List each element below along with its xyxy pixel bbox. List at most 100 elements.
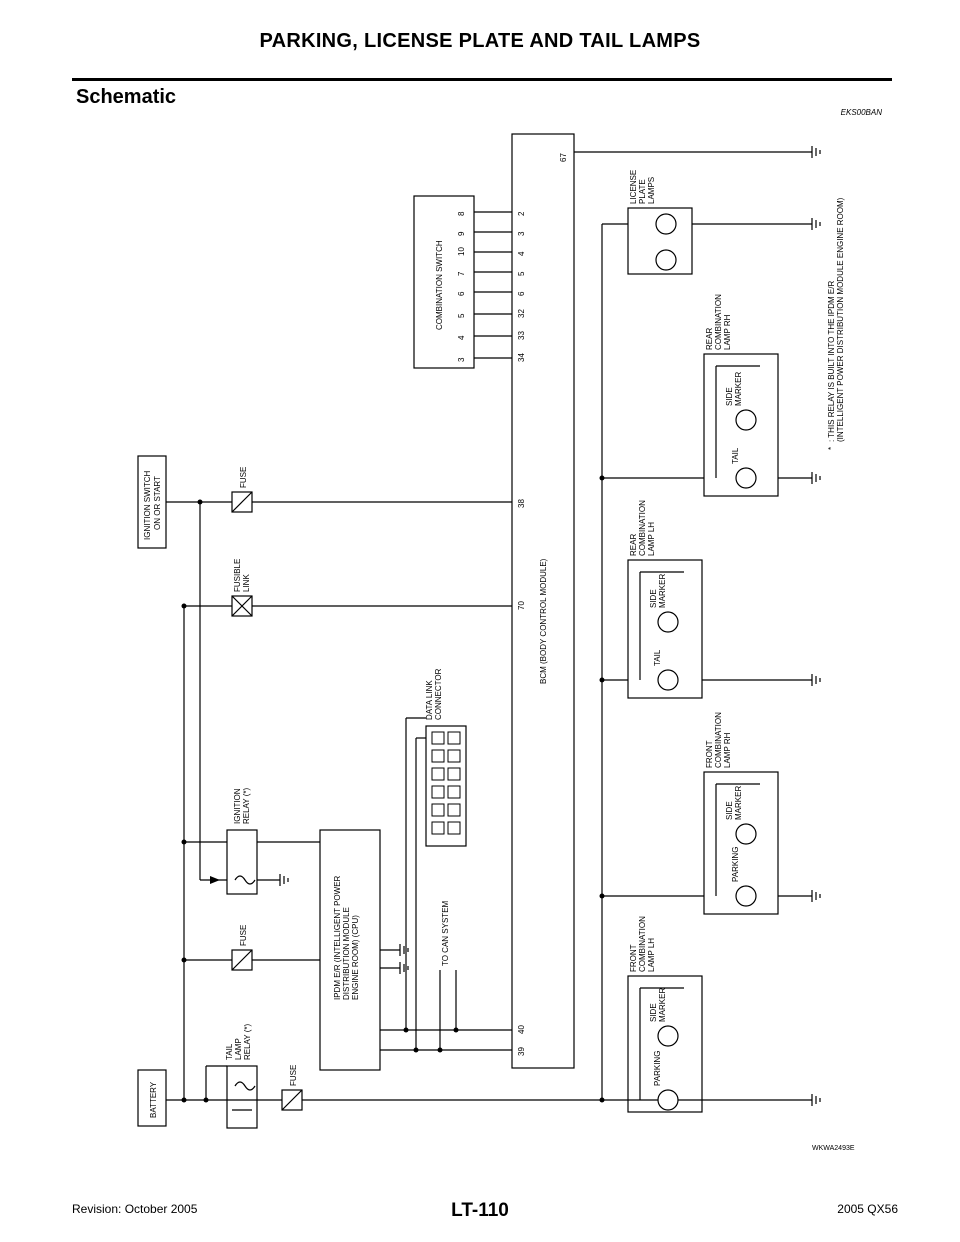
ipdm-fuse-label: FUSE <box>239 925 248 946</box>
battery-label: BATTERY <box>149 1081 158 1118</box>
ground-symbol-1 <box>811 146 821 158</box>
can-label: TO CAN SYSTEM <box>441 900 450 966</box>
front-lh-side-2: MARKER <box>658 988 667 1022</box>
front-lh-label-2: COMBINATION <box>638 916 647 972</box>
front-lh-parking-bulb <box>657 1089 679 1111</box>
rear-lh-side: SIDE <box>649 589 658 608</box>
bcm-box <box>511 133 575 1069</box>
data-link-connector <box>425 725 467 847</box>
license-bulb-1 <box>655 213 677 235</box>
rear-lh-label: REAR <box>629 534 638 556</box>
figure-code: WKWA2493E <box>812 1145 855 1152</box>
bcm-switch-pin: 4 <box>517 251 526 256</box>
combination-switch-pin: 9 <box>457 231 466 236</box>
section-title: Schematic <box>76 86 177 108</box>
combination-switch-pin: 10 <box>457 247 466 256</box>
section-code: EKS00BAN <box>840 108 882 117</box>
ignition-relay-coil <box>234 875 256 885</box>
ipdm-label-3: ENGINE ROOM) (CPU) <box>351 915 360 1000</box>
rear-rh-label: REAR <box>705 328 714 350</box>
combination-switch-box <box>413 195 475 369</box>
bcm-switch-pin: 3 <box>517 231 526 236</box>
bcm-pin-67: 67 <box>559 153 568 162</box>
ignition-relay-label-2: RELAY (*) <box>242 788 251 824</box>
rear-lh-tail-bulb <box>657 669 679 691</box>
tail-relay-label-3: RELAY (*) <box>243 1024 252 1060</box>
ignition-switch-label-2: ON OR START <box>153 476 162 530</box>
ground-symbol-4 <box>811 674 821 686</box>
front-lh-parking: PARKING <box>653 1051 662 1086</box>
front-lh-side: SIDE <box>649 1003 658 1022</box>
fusible-link-label-2: LINK <box>242 574 251 592</box>
bcm-pin-70: 70 <box>517 601 526 610</box>
rear-lh-side-2: MARKER <box>658 574 667 608</box>
tail-relay-label-2: LAMP <box>234 1038 243 1060</box>
front-lh-side-bulb <box>657 1025 679 1047</box>
license-lamps-label: LICENSE <box>629 170 638 204</box>
fuse-label: FUSE <box>239 467 248 488</box>
bcm-switch-pin: 2 <box>517 211 526 216</box>
license-lamps-box <box>627 207 693 275</box>
rear-rh-side-bulb <box>735 409 757 431</box>
diode-symbol <box>210 876 220 884</box>
battery-box <box>137 1069 167 1127</box>
rear-lh-label-2: COMBINATION <box>638 500 647 556</box>
front-rh-parking-bulb <box>735 885 757 907</box>
rear-rh-label-2: COMBINATION <box>714 294 723 350</box>
rear-lh-label-3: LAMP LH <box>647 522 656 556</box>
combination-switch-pin: 7 <box>457 271 466 276</box>
ignition-relay-box <box>226 829 258 895</box>
rear-lh-tail: TAIL <box>653 649 662 666</box>
ground-symbol-9 <box>279 874 289 886</box>
ipdm-label-2: DISTRIBUTION MODULE <box>342 907 351 1000</box>
bcm-switch-pin: 6 <box>517 291 526 296</box>
ground-symbol-6 <box>811 1094 821 1106</box>
bcm-switch-pin: 5 <box>517 271 526 276</box>
bcm-pin-38: 38 <box>517 499 526 508</box>
rear-rh-tail-bulb <box>735 467 757 489</box>
note-line-2: (INTELLIGENT POWER DISTRIBUTION MODULE E… <box>836 197 845 442</box>
ground-symbol-8 <box>399 962 409 974</box>
license-lamps-label-3: LAMPS <box>647 177 656 204</box>
combination-switch-pin: 8 <box>457 211 466 216</box>
front-lh-label: FRONT <box>629 944 638 972</box>
bcm-switch-pin: 33 <box>517 331 526 340</box>
front-rh-side-bulb <box>735 823 757 845</box>
front-lh-label-3: LAMP LH <box>647 938 656 972</box>
front-rh-parking: PARKING <box>731 847 740 882</box>
ignition-switch-label: IGNITION SWITCH <box>143 470 152 540</box>
rear-lh-side-bulb <box>657 611 679 633</box>
combination-switch-pin: 4 <box>457 335 466 340</box>
front-rh-side-2: MARKER <box>734 786 743 820</box>
rear-rh-side-2: MARKER <box>734 372 743 406</box>
data-link-label-2: CONNECTOR <box>434 668 443 720</box>
license-lamps-label-2: PLATE <box>638 179 647 204</box>
ground-symbol-5 <box>811 890 821 902</box>
header-rule <box>72 78 892 81</box>
license-bulb-2 <box>655 249 677 271</box>
ignition-relay-label: IGNITION <box>233 788 242 824</box>
combination-switch-pin: 3 <box>457 357 466 362</box>
rear-rh-tail: TAIL <box>731 447 740 464</box>
front-rh-label: FRONT <box>705 740 714 768</box>
combination-switch-label: COMBINATION SWITCH <box>435 240 444 330</box>
note-line-1: : THIS RELAY IS BUILT INTO THE IPDM E/R <box>827 281 836 442</box>
footer-page-number: LT-110 <box>451 1200 509 1221</box>
tail-lamp-relay-box <box>226 1065 258 1129</box>
rear-rh-label-3: LAMP RH <box>723 314 732 350</box>
front-lh-box <box>627 975 703 1113</box>
front-rh-label-3: LAMP RH <box>723 732 732 768</box>
rear-lh-box <box>627 559 703 699</box>
front-rh-box <box>703 771 779 915</box>
rear-rh-box <box>703 353 779 497</box>
bcm-pin-39: 39 <box>517 1047 526 1056</box>
wiring-schematic: 67 38 70 39 40 2 3 4 5 6 32 33 34 8 9 10… <box>137 133 855 1152</box>
bcm-switch-pin: 34 <box>517 353 526 362</box>
ground-symbol-7 <box>399 944 409 956</box>
combination-switch-pin: 5 <box>457 313 466 318</box>
bcm-label: BCM (BODY CONTROL MODULE) <box>539 558 548 684</box>
bcm-switch-pin: 32 <box>517 309 526 318</box>
footer-revision: Revision: October 2005 <box>72 1202 198 1216</box>
data-link-label: DATA LINK <box>425 680 434 720</box>
combination-switch-pin: 6 <box>457 291 466 296</box>
